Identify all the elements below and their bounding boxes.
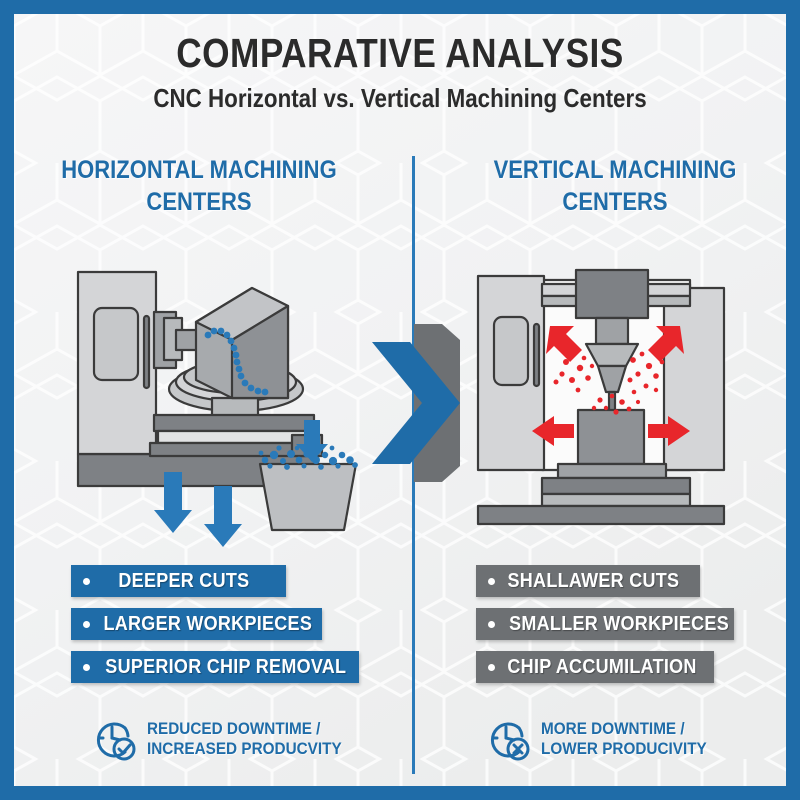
column-door-handle: [142, 314, 151, 390]
inward-arrow-icon: [648, 326, 684, 362]
footer-line-1: REDUCED DOWNTIME /: [147, 718, 321, 738]
spindle-quill: [594, 316, 630, 346]
center-chevron-group: [368, 312, 464, 494]
bullet-dot-icon: [488, 663, 495, 671]
downward-arrow-icon: [154, 472, 192, 533]
list-item[interactable]: SUPERIOR CHIP REMOVAL: [71, 651, 359, 683]
center-divider-line: [412, 156, 415, 774]
chevron-right-icon: [372, 342, 460, 464]
footer-line-2: LOWER PRODUCIVITY: [541, 739, 707, 758]
bullet-dot-icon: [83, 577, 90, 585]
cube-workpiece-side: [230, 304, 290, 400]
table-plate: [152, 413, 316, 433]
footer-line-1: MORE DOWNTIME /: [541, 718, 685, 738]
list-item-label: SUPERIOR CHIP REMOVAL: [105, 655, 347, 678]
clock-cross-icon: [490, 722, 530, 761]
clock-check-icon: [96, 722, 136, 761]
page-title: COMPARATIVE ANALYSIS: [176, 30, 624, 76]
right-cabinet: [662, 286, 726, 472]
list-item-label: CHIP ACCUMILATION: [507, 655, 697, 678]
chip-bin: [258, 462, 358, 532]
bullet-dot-icon: [83, 620, 90, 628]
workpiece-block: [576, 408, 646, 466]
cabinet-door-panel: [492, 315, 530, 387]
list-item[interactable]: DEEPER CUTS: [71, 565, 286, 597]
left-column-heading: HORIZONTAL MACHINING CENTERS: [61, 156, 337, 216]
vertical-machining-center-illustration: [466, 262, 766, 532]
cabinet-door-handle: [532, 322, 541, 388]
horizontal-machining-center-illustration: [56, 258, 376, 553]
blue-chips-group: [258, 445, 358, 470]
inward-arrow-icon: [546, 326, 582, 362]
right-footer-note: MORE DOWNTIME / LOWER PRODUCIVITY: [486, 716, 725, 762]
chip-stream: [204, 327, 269, 396]
list-item[interactable]: SMALLER WORKPIECES: [476, 608, 734, 640]
tool-taper: [596, 364, 628, 394]
footer-line-2: INCREASED PRODUCVITY: [147, 739, 342, 758]
page-subtitle: CNC Horizontal vs. Vertical Machining Ce…: [153, 83, 647, 114]
leftward-arrow-icon: [532, 416, 574, 446]
left-bullet-list: DEEPER CUTS LARGER WORKPIECES SUPERIOR C…: [71, 565, 359, 694]
list-item-label: SHALLAWER CUTS: [507, 569, 680, 592]
list-item[interactable]: LARGER WORKPIECES: [71, 608, 322, 640]
left-footer-note: REDUCED DOWNTIME / INCREASED PRODUCVITY: [92, 716, 363, 762]
machine-base: [476, 504, 726, 526]
rightward-arrow-icon: [648, 416, 690, 446]
right-column-heading: VERTICAL MACHINING CENTERS: [493, 156, 737, 216]
machine-table: [540, 476, 692, 496]
right-bullet-list: SHALLAWER CUTS SMALLER WORKPIECES CHIP A…: [476, 565, 734, 694]
machine-table: [556, 462, 668, 480]
list-item[interactable]: SHALLAWER CUTS: [476, 565, 700, 597]
list-item-label: LARGER WORKPIECES: [103, 612, 313, 635]
downward-arrow-icon: [296, 420, 328, 462]
bullet-dot-icon: [488, 577, 495, 585]
list-item-label: SMALLER WORKPIECES: [509, 612, 729, 635]
spindle-head: [574, 268, 650, 320]
list-item-label: DEEPER CUTS: [118, 569, 250, 592]
bullet-dot-icon: [488, 620, 495, 628]
table-plate: [156, 429, 312, 445]
bullet-dot-icon: [83, 663, 90, 671]
column-door-panel: [92, 306, 140, 382]
title-block: COMPARATIVE ANALYSIS CNC Horizontal vs. …: [14, 30, 786, 114]
list-item[interactable]: CHIP ACCUMILATION: [476, 651, 714, 683]
machine-table: [540, 492, 692, 508]
downward-arrow-icon: [204, 486, 242, 547]
